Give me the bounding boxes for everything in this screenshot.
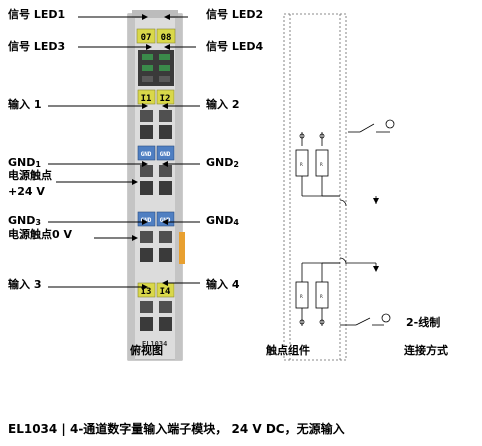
label-power-contact-1: 电源触点	[8, 169, 52, 182]
gnd-box-2	[156, 145, 175, 161]
label-gnd4: GND4	[206, 214, 239, 229]
label-power-contact-0v: 电源触点0 V	[8, 228, 72, 241]
label-gnd2-sub: 2	[233, 160, 239, 169]
label-gnd3-main: GND	[8, 214, 36, 227]
lower-input-circuit	[295, 257, 391, 326]
upper-circuit-marks: R R	[300, 162, 379, 204]
label-top-view: 俯视图	[130, 344, 163, 357]
led-indicator-5	[142, 76, 153, 82]
label-gnd3-sub: 3	[35, 218, 41, 227]
label-gnd4-main: GND	[206, 214, 234, 227]
gnd-box-1	[137, 145, 156, 161]
label-led1: 信号 LED1	[8, 8, 66, 21]
label-input1: 输入 1	[8, 98, 42, 111]
leader-lines	[48, 16, 200, 288]
led-indicator-6	[159, 76, 170, 82]
input-box-i2	[156, 89, 175, 105]
terminal-top-cap	[132, 10, 178, 18]
led-label-07: 07	[141, 33, 152, 43]
led-box-08	[156, 28, 176, 44]
input-label-i1: I1	[141, 94, 152, 104]
input-box-i1	[137, 89, 156, 105]
input-label-i2: I2	[160, 94, 171, 104]
label-plus-24v: +24 V	[8, 185, 45, 198]
label-gnd3: GND3	[8, 214, 41, 229]
label-led2: 信号 LED2	[206, 8, 264, 21]
label-two-wire: 2-线制	[406, 316, 441, 329]
terminal-model: EL1034	[142, 340, 167, 348]
label-gnd2: GND2	[206, 156, 239, 171]
label-gnd1-main: GND	[8, 156, 36, 169]
led-indicator-3	[142, 65, 153, 71]
contact-row-3	[140, 231, 172, 262]
input-label-i4: I4	[160, 287, 171, 297]
led-indicator-1	[142, 54, 153, 60]
svg-text:R: R	[300, 294, 303, 299]
label-gnd1-sub: 1	[35, 160, 41, 169]
power-contact-tab	[179, 232, 185, 264]
terminal-body-left-edge	[128, 14, 135, 360]
contact-row-2	[140, 165, 172, 195]
label-gnd1: GND1	[8, 156, 41, 171]
label-gnd4-sub: 4	[233, 218, 239, 227]
gnd-label-3: GND	[141, 217, 152, 224]
led-indicator-4	[159, 65, 170, 71]
led-label-08: 08	[161, 33, 172, 43]
label-contact-assembly: 触点组件	[266, 344, 310, 357]
upper-input-circuit	[295, 119, 395, 207]
gnd-label-2: GND	[160, 151, 171, 158]
lower-circuit-marks: R R	[300, 266, 379, 299]
label-led3: 信号 LED3	[8, 40, 66, 53]
led-indicator-2	[159, 54, 170, 60]
contact-row-4	[140, 301, 172, 331]
label-input4: 输入 4	[206, 278, 240, 291]
label-gnd2-main: GND	[206, 156, 234, 169]
svg-text:R: R	[320, 162, 323, 167]
label-led4: 信号 LED4	[206, 40, 264, 53]
led-box-07	[136, 28, 156, 44]
contact-row-1	[140, 110, 172, 139]
gnd-label-1: GND	[141, 151, 152, 158]
svg-text:R: R	[320, 294, 323, 299]
figure-caption: EL1034 | 4-通道数字量输入端子模块， 24 V DC，无源输入	[8, 422, 345, 436]
arrow-heads	[132, 14, 170, 290]
terminal-body-right-edge	[175, 14, 182, 360]
contact-assembly-outline	[283, 13, 347, 361]
svg-text:R: R	[300, 162, 303, 167]
label-input3: 输入 3	[8, 278, 42, 291]
input-label-i3: I3	[141, 287, 152, 297]
label-input2: 输入 2	[206, 98, 240, 111]
label-connection-type: 连接方式	[404, 344, 448, 357]
